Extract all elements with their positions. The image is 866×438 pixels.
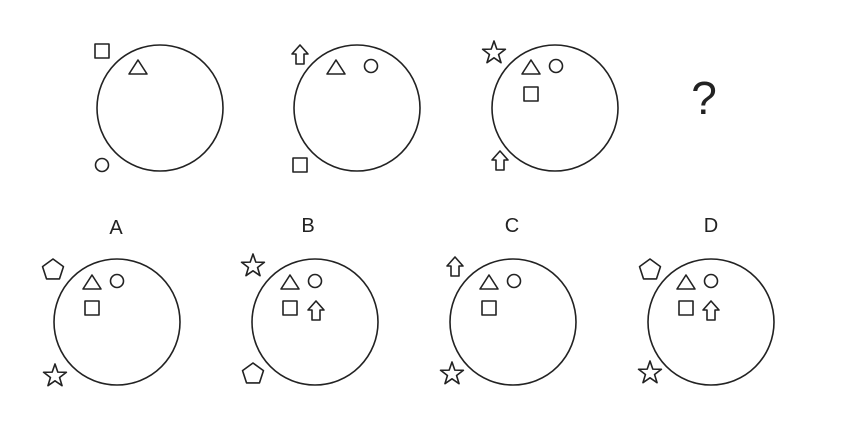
arrow-up-shape	[446, 256, 464, 277]
option-d[interactable]: D	[637, 215, 775, 386]
big-circle	[293, 44, 421, 172]
sequence-panel-2	[291, 44, 421, 173]
star-shape	[240, 253, 266, 277]
question-mark: ?	[691, 72, 717, 124]
big-circle	[251, 258, 379, 386]
star-shape	[439, 361, 465, 385]
option-label: B	[301, 215, 314, 237]
arrow-up-shape	[491, 150, 509, 171]
star-shape	[42, 363, 68, 387]
big-circle	[96, 44, 224, 172]
option-label: C	[505, 215, 519, 237]
option-label: A	[109, 217, 123, 239]
big-circle	[449, 258, 577, 386]
square-shape	[292, 157, 308, 173]
option-a[interactable]: A	[41, 217, 181, 387]
sequence-panel-1	[94, 43, 224, 173]
circle-shape	[94, 157, 110, 173]
option-label: D	[704, 215, 718, 237]
sequence-panel-3	[481, 40, 619, 172]
big-circle	[647, 258, 775, 386]
star-shape	[637, 360, 663, 384]
star-shape	[481, 40, 507, 64]
option-b[interactable]: B	[240, 215, 379, 386]
arrow-up-shape	[291, 44, 309, 65]
pentagon-shape	[241, 362, 265, 384]
square-shape	[94, 43, 110, 59]
option-c[interactable]: C	[439, 215, 577, 386]
big-circle	[491, 44, 619, 172]
pentagon-shape	[41, 258, 65, 280]
pentagon-shape	[638, 258, 662, 280]
big-circle	[53, 258, 181, 386]
